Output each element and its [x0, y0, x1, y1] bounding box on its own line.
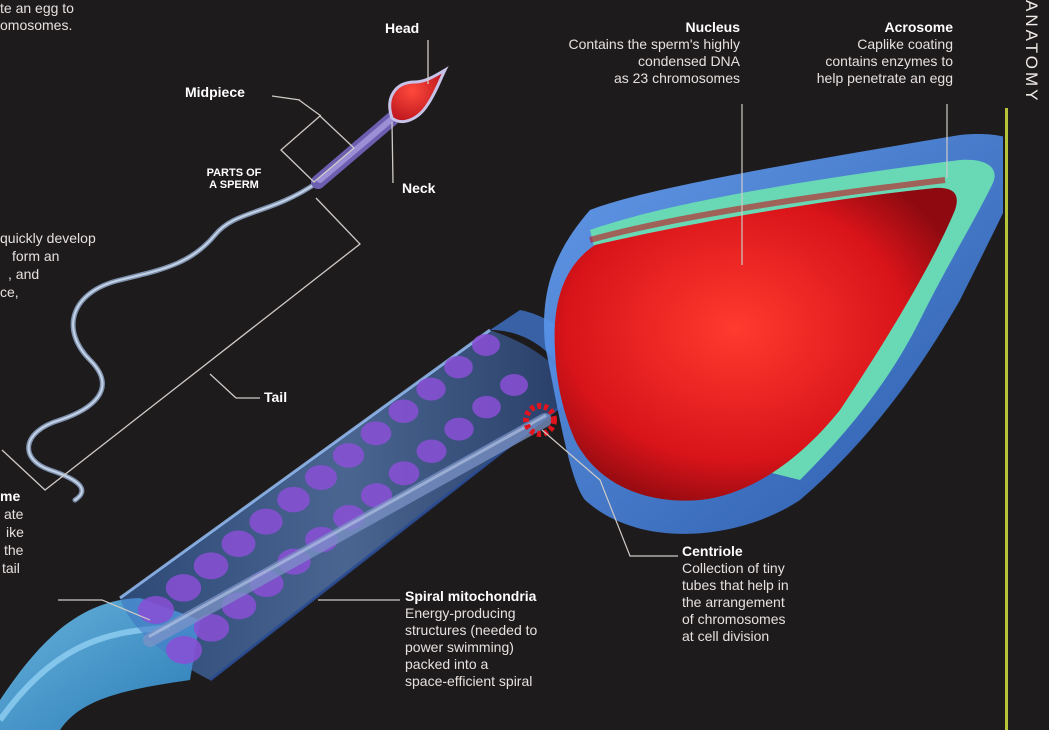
mitochondrion [333, 443, 364, 468]
nucleus-desc-3: as 23 chromosomes [480, 70, 740, 87]
fragment-lower-left-3: the [4, 542, 23, 559]
centriole-desc-5: at cell division [682, 628, 842, 645]
acrosome-label: Acrosome Caplike coating contains enzyme… [770, 19, 953, 87]
centriole-title: Centriole [682, 543, 842, 560]
overview-head [390, 70, 445, 122]
fragment-mid-left-4: ce, [0, 284, 19, 301]
fragment-top-left-1: te an egg to [0, 0, 74, 17]
centriole-desc-1: Collection of tiny [682, 560, 842, 577]
mitochondria-desc-5: space-efficient spiral [405, 673, 605, 690]
mitochondrion [305, 465, 337, 490]
parts-title-line-1: PARTS OF [194, 167, 274, 179]
acrosome-desc-2: contains enzymes to [770, 53, 953, 70]
mitochondrion [500, 374, 528, 396]
nucleus-title: Nucleus [480, 19, 740, 36]
mitochondrion [138, 596, 174, 624]
fragment-lower-left-title: me [0, 488, 20, 505]
mitochondrion [389, 461, 420, 485]
centriole-desc-3: the arrangement [682, 594, 842, 611]
fragment-lower-left-2: ike [6, 524, 24, 541]
mitochondria-desc-2: structures (needed to [405, 622, 605, 639]
mitochondrion [277, 487, 310, 513]
mitochondrion [444, 356, 473, 379]
mitochondria-label: Spiral mitochondria Energy-producing str… [405, 588, 605, 690]
fragment-mid-left-3: , and [8, 266, 39, 283]
acrosome-title: Acrosome [770, 19, 953, 36]
mitochondrion [222, 531, 256, 558]
mitochondrion [417, 440, 447, 464]
mitochondrion [361, 421, 392, 445]
mitochondrion [166, 636, 202, 664]
label-head: Head [385, 20, 419, 37]
acrosome-desc-3: help penetrate an egg [770, 70, 953, 87]
overview-midpiece [318, 118, 393, 182]
mitochondrion [194, 552, 229, 579]
centriole-label: Centriole Collection of tiny tubes that … [682, 543, 842, 645]
acrosome-desc-1: Caplike coating [770, 36, 953, 53]
mitochondria-title: Spiral mitochondria [405, 588, 605, 605]
mitochondrion [416, 378, 445, 401]
mitochondrion [472, 396, 501, 419]
parts-title: PARTS OF A SPERM [194, 167, 274, 191]
label-midpiece: Midpiece [185, 84, 245, 101]
fragment-mid-left-2: form an [12, 248, 59, 265]
fragment-lower-left-1: ate [4, 506, 23, 523]
fragment-top-left-2: omosomes. [0, 17, 72, 34]
mitochondria-desc-3: power swimming) [405, 639, 605, 656]
centriole-desc-4: of chromosomes [682, 611, 842, 628]
mitochondria-desc-1: Energy-producing [405, 605, 605, 622]
parts-title-line-2: A SPERM [194, 179, 274, 191]
label-neck: Neck [402, 180, 435, 197]
centriole-desc-2: tubes that help in [682, 577, 842, 594]
nucleus-label: Nucleus Contains the sperm's highly cond… [480, 19, 740, 87]
section-title: ANATOMY [1011, 0, 1041, 110]
mitochondrion [472, 334, 500, 356]
nucleus-desc-1: Contains the sperm's highly [480, 36, 740, 53]
section-accent-line [1005, 108, 1008, 730]
mitochondrion [166, 574, 201, 602]
mitochondrion [249, 509, 282, 535]
fragment-mid-left-1: quickly develop [0, 230, 96, 247]
fragment-lower-left-4: tail [2, 560, 20, 577]
nucleus-desc-2: condensed DNA [480, 53, 740, 70]
label-tail: Tail [264, 389, 287, 406]
mitochondria-desc-4: packed into a [405, 656, 605, 673]
mitochondrion [444, 418, 473, 441]
mitochondrion [389, 400, 419, 424]
